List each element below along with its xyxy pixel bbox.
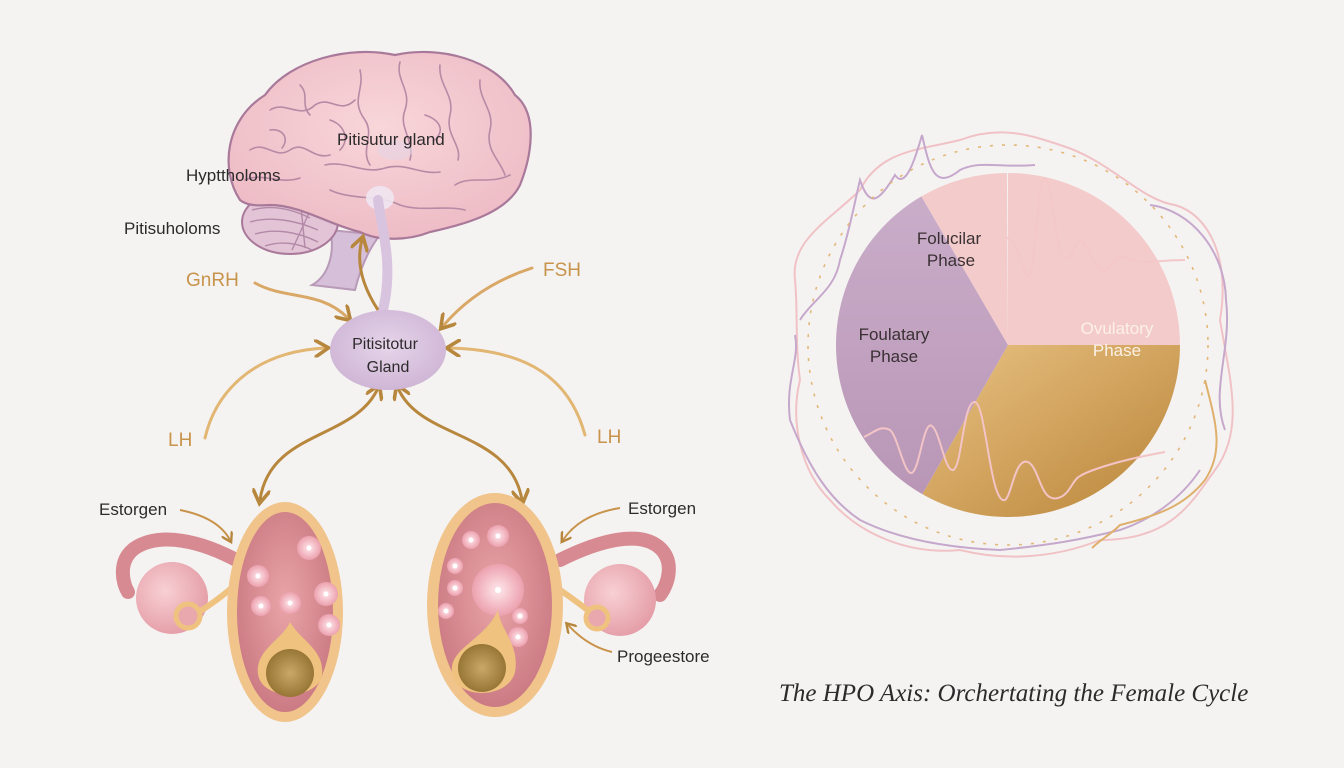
label-progesterone: Progeestore xyxy=(617,647,710,666)
phase-label-ovulatory-line1: Ovulatory xyxy=(1081,319,1154,338)
arrow-progesterone xyxy=(568,625,613,653)
gland-label-line2: Gland xyxy=(367,359,410,376)
arrow-gland-left-ovary xyxy=(260,388,378,500)
arrow-gnrh xyxy=(253,281,348,318)
right-follicles xyxy=(438,525,528,647)
right-small-follicle xyxy=(583,604,611,632)
label-gnrh: GnRH xyxy=(186,270,239,291)
phase-label-follicular-line2: Phase xyxy=(927,251,975,270)
arrow-gland-right-ovary xyxy=(398,388,522,500)
arrow-lh-left xyxy=(203,348,325,440)
dotted-ring xyxy=(807,144,1209,546)
outer-wave-purple xyxy=(788,134,1228,552)
wave-progesterone xyxy=(863,401,1166,501)
label-hypothalamus: Hypttholoms xyxy=(186,166,280,185)
label-lh-left: LH xyxy=(168,430,192,451)
left-follicles xyxy=(247,536,340,636)
arrow-lh-right xyxy=(450,348,587,437)
hormone-arrows xyxy=(203,266,587,500)
arrow-fsh xyxy=(443,266,534,326)
outer-wave-pink xyxy=(793,131,1234,558)
hypothalamus-glow xyxy=(377,140,413,160)
left-small-follicle xyxy=(173,601,203,631)
label-fsh: FSH xyxy=(543,260,581,281)
pie-slice-follicular xyxy=(1008,173,1180,345)
wave-lh-surge xyxy=(1006,176,1186,279)
arrow-estrogen-left xyxy=(179,509,230,540)
right-fallopian-tube xyxy=(553,531,676,602)
label-estrogen-left: Estorgen xyxy=(99,500,167,519)
right-ovary xyxy=(427,493,676,717)
pie-slice-foulatary xyxy=(921,173,1008,345)
left-ovary xyxy=(115,502,343,722)
phase-label-foulatary-line2: Phase xyxy=(870,347,918,366)
brain-illustration xyxy=(227,50,532,335)
phase-label-ovulatory-line2: Phase xyxy=(1093,341,1141,360)
pituitary-gland-node xyxy=(330,310,446,390)
cycle-wheel: Folucilar Phase Ovulatory Phase Foulatar… xyxy=(788,131,1234,558)
arrow-estrogen-right xyxy=(563,507,621,540)
label-pitisuholoms: Pitisuholoms xyxy=(124,219,220,238)
gland-label-line1: Pitisitotur xyxy=(352,336,418,353)
phase-label-follicular-line1: Folucilar xyxy=(917,229,982,248)
label-estrogen-right: Estorgen xyxy=(628,499,696,518)
brain-gyri xyxy=(244,61,511,211)
phase-label-foulatary-line1: Foulatary xyxy=(859,325,930,344)
pie-slice-ovulatory xyxy=(922,345,1180,517)
label-pituitary-gland: Pitisutur gland xyxy=(337,130,445,149)
diagram-title: The HPO Axis: Orchertating the Female Cy… xyxy=(779,680,1249,707)
left-fallopian-tube xyxy=(115,532,247,599)
outer-wave-gold xyxy=(1091,379,1218,549)
label-lh-right: LH xyxy=(597,427,621,448)
arrow-gland-to-hypothalamus xyxy=(360,240,380,311)
